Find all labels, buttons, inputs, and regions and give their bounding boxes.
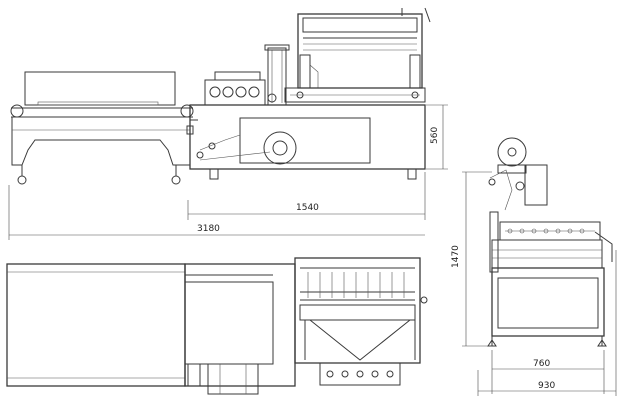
bottom-roller-set: [319, 362, 401, 386]
caster-left: [17, 175, 27, 185]
caster-right: [171, 175, 181, 185]
conveyor-top-box: [24, 71, 176, 106]
film-roll-outer: [263, 131, 297, 165]
side-view: 1470 760 930: [451, 137, 617, 396]
film-roll-inner: [272, 140, 288, 156]
dim-main-label: 1540: [296, 203, 319, 213]
guide-column: [267, 47, 287, 106]
film-panel: [239, 117, 371, 164]
conveyor-base: [11, 117, 191, 166]
conveyor-roller-left: [10, 104, 24, 118]
side-conveyor: [491, 239, 603, 269]
feed-roller-box: [204, 79, 266, 106]
dim-side-total-label: 930: [538, 381, 555, 391]
front-view: 560 1540 3180: [8, 7, 448, 240]
top-view: [6, 257, 428, 395]
dim-side-inner-label: 760: [533, 359, 550, 369]
conveyor-belt-strip: [37, 101, 159, 106]
dim-height-label: 560: [430, 127, 440, 144]
foot-left: [209, 168, 219, 180]
sealer-conveyor: [284, 87, 426, 103]
sealing-frame: [297, 13, 423, 89]
side-body: [491, 267, 605, 337]
dim-side-height-label: 1470: [451, 245, 461, 268]
main-body: [189, 104, 426, 170]
dim-total-label: 3180: [197, 224, 220, 234]
top-conveyor: [6, 263, 186, 387]
top-sealer: [294, 257, 421, 364]
side-film-roll: [497, 137, 527, 167]
motor-box: [207, 363, 259, 395]
cross-brace: [309, 319, 411, 361]
foot-right: [407, 168, 417, 180]
conveyor-roller-right: [180, 104, 194, 118]
